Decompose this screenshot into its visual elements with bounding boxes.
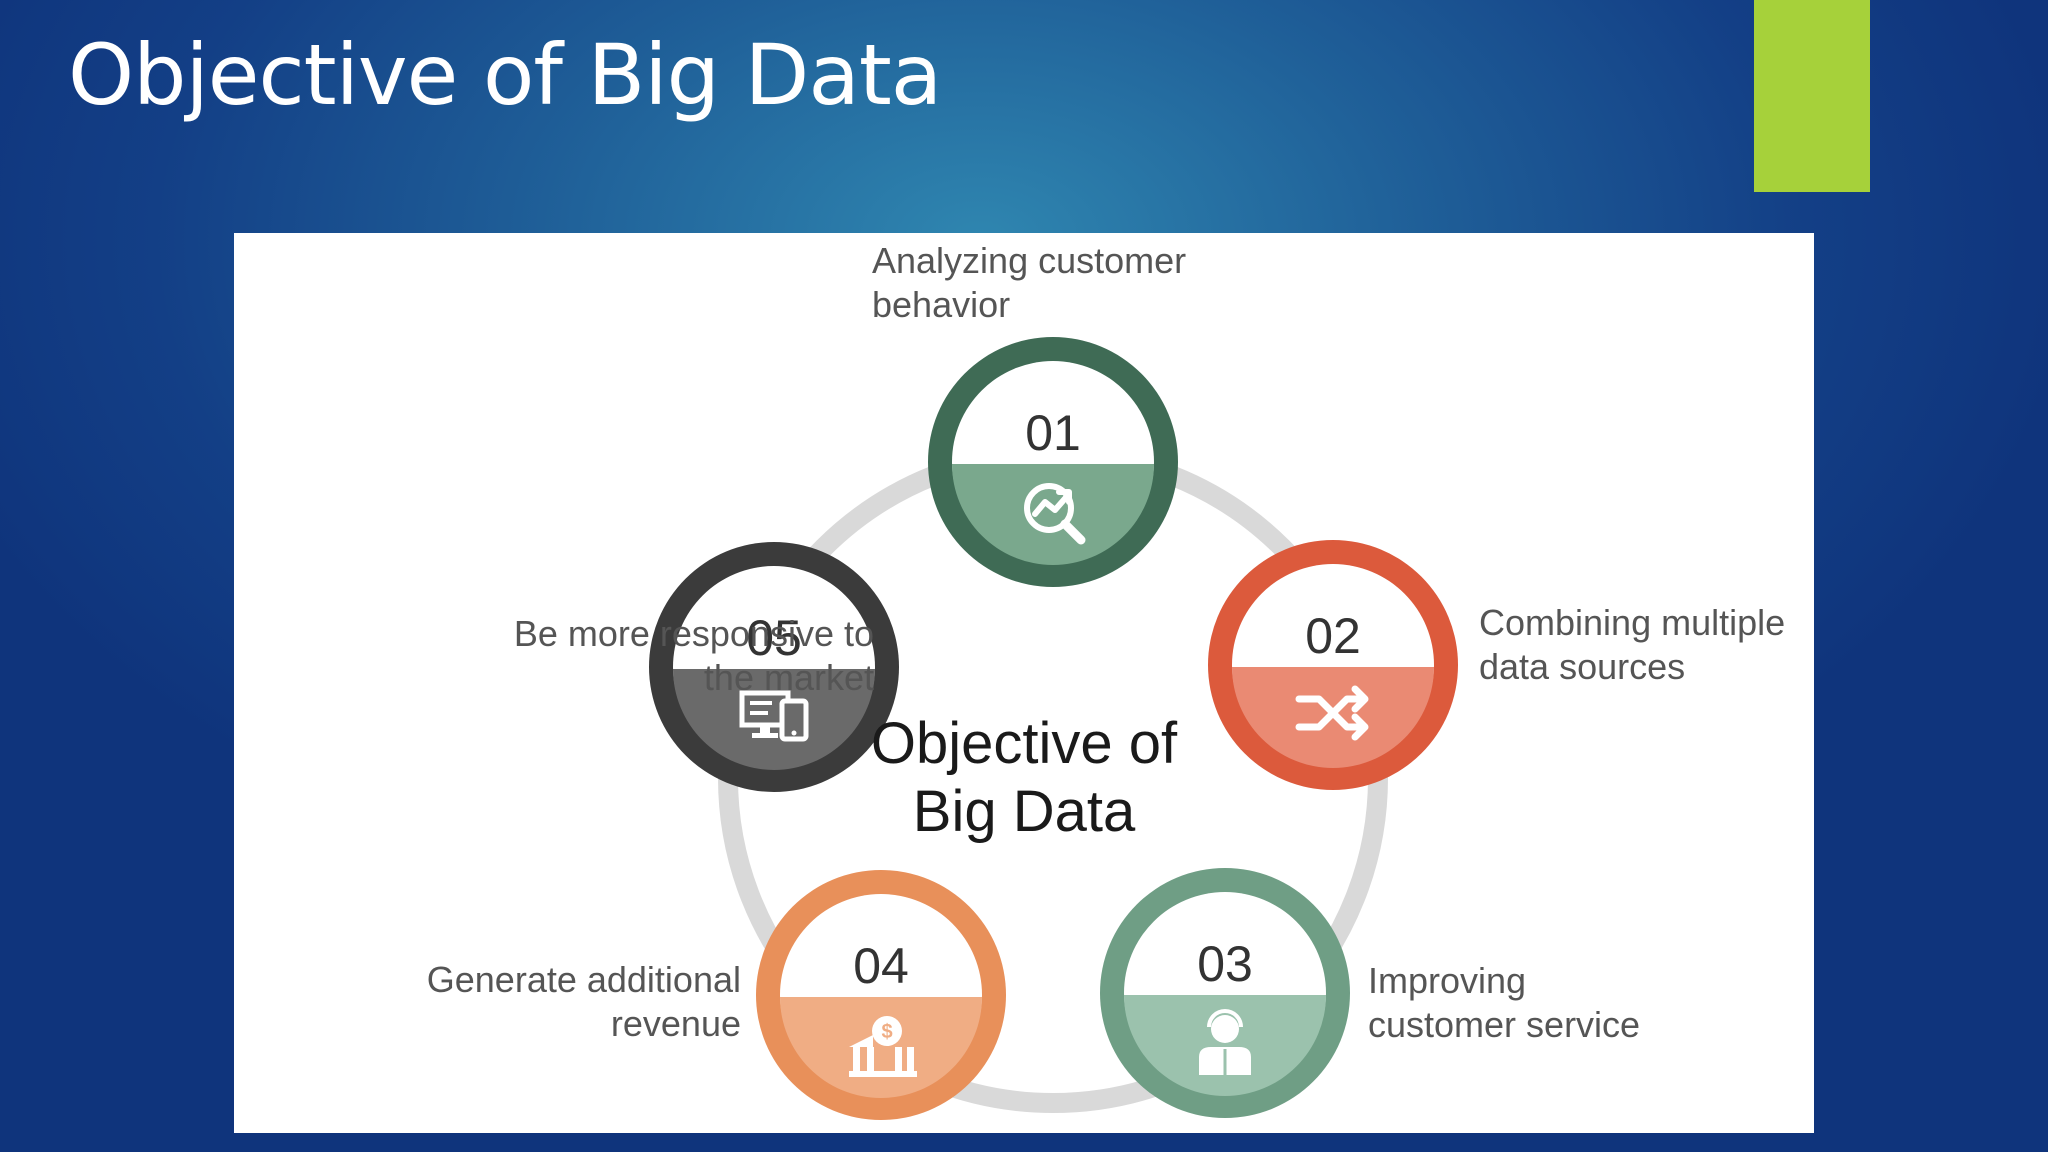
center-title-line-1: Objective of xyxy=(870,711,1178,776)
node-number-04: 04 xyxy=(853,938,909,994)
diagram-panel: 01 02 03 xyxy=(234,233,1814,1133)
search-chart-icon xyxy=(1024,483,1086,545)
devices-icon xyxy=(739,690,809,742)
node-label-05: Be more responsive to the market xyxy=(513,613,874,698)
node-02: 02 xyxy=(1208,540,1458,790)
node-label-04: Generate additional revenue xyxy=(426,959,741,1044)
node-03: 03 xyxy=(1100,868,1350,1118)
customer-support-icon xyxy=(1199,1009,1251,1075)
center-title: Objective of Big Data xyxy=(234,710,1814,846)
node-label-01: Analyzing customer behavior xyxy=(872,240,1187,325)
cycle-diagram: 01 02 03 xyxy=(649,337,1458,1120)
slide-title: Objective of Big Data xyxy=(68,26,942,124)
node-number-01: 01 xyxy=(1025,405,1081,461)
node-number-03: 03 xyxy=(1197,936,1253,992)
node-number-02: 02 xyxy=(1305,608,1361,664)
center-title-line-2: Big Data xyxy=(912,779,1136,844)
node-05: 05 xyxy=(649,542,899,792)
svg-text:$: $ xyxy=(881,1021,892,1043)
node-04: 04 $ xyxy=(756,870,1006,1120)
node-label-03: Improving customer service xyxy=(1368,960,1641,1045)
shuffle-icon xyxy=(1295,685,1369,741)
node-01: 01 xyxy=(928,337,1178,587)
node-number-05: 05 xyxy=(746,610,802,666)
accent-bar xyxy=(1754,0,1870,192)
bank-money-icon: $ xyxy=(849,1016,917,1077)
node-label-02: Combining multiple data sources xyxy=(1479,602,1786,687)
